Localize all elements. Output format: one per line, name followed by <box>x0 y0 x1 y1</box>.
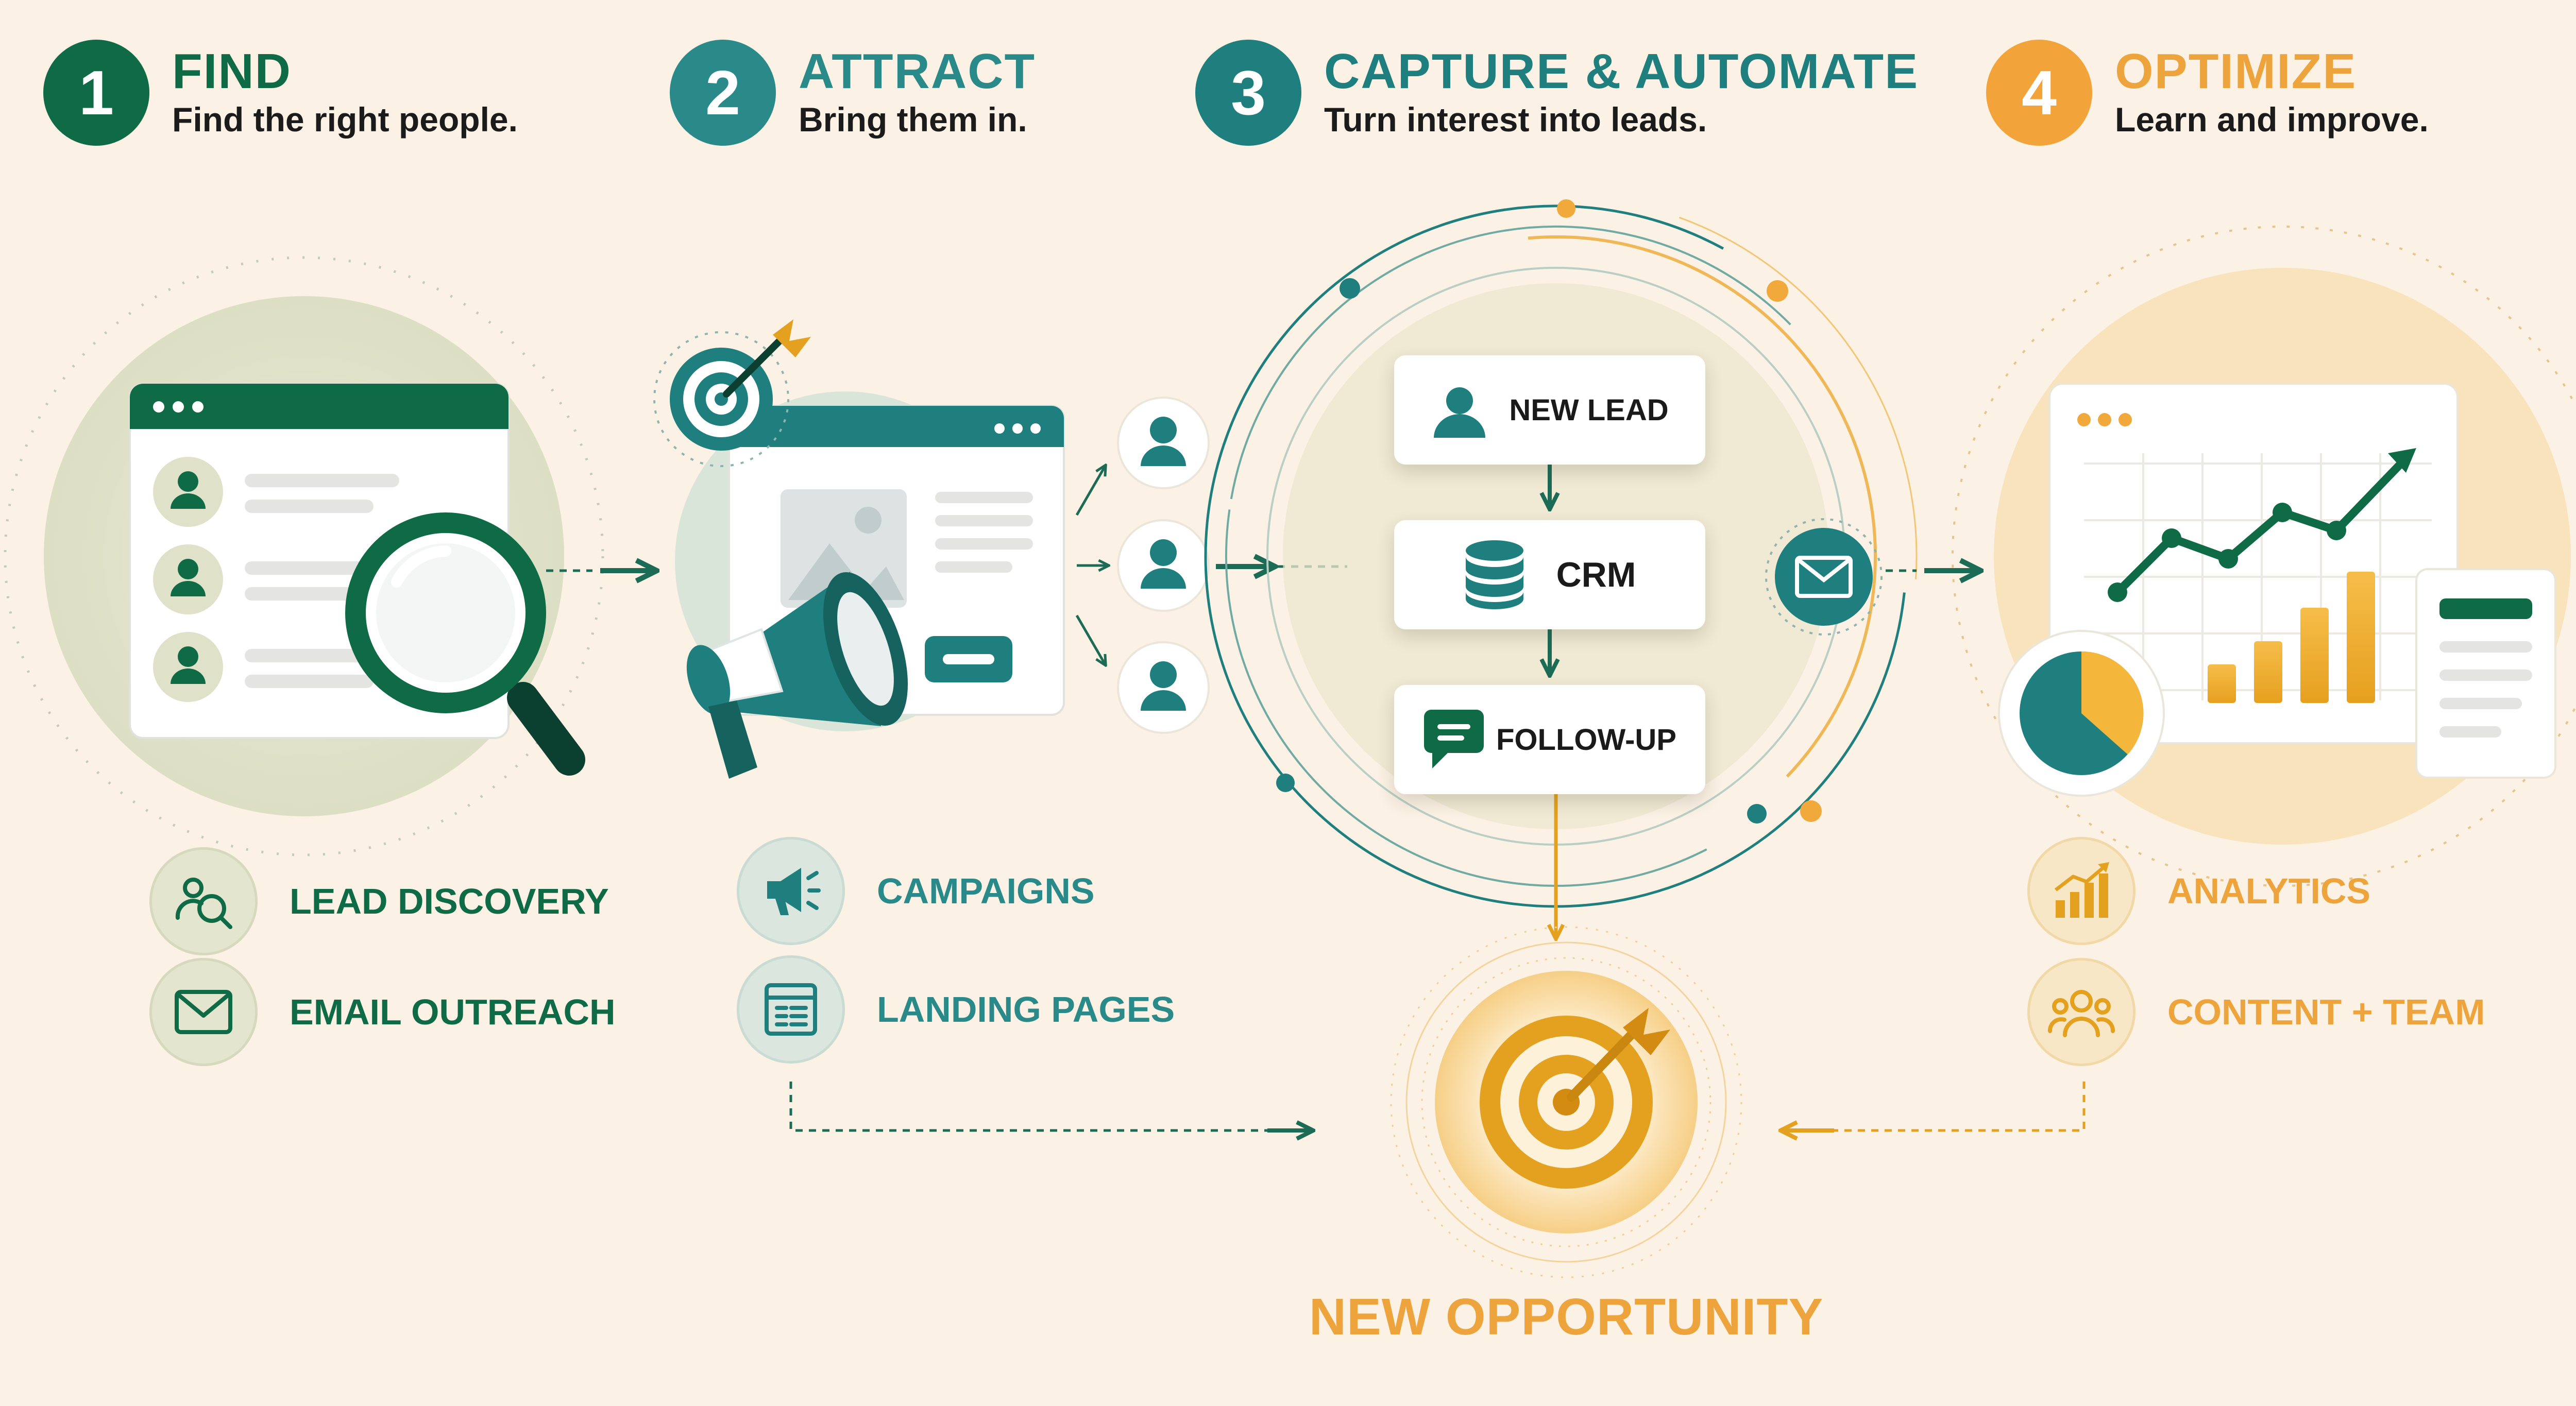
step-optimize: 4 OPTIMIZE Learn and improve. <box>1986 36 2429 149</box>
opportunity-target <box>1390 926 1742 1278</box>
megaphone-icon <box>686 572 908 779</box>
user-avatar-icon <box>153 544 223 614</box>
feature-campaigns: CAMPAIGNS <box>737 837 1095 945</box>
feature-lead-discovery: LEAD DISCOVERY <box>149 847 609 955</box>
database-icon <box>1464 539 1526 610</box>
chat-bubble-icon <box>1423 708 1485 771</box>
feature-label: ANALYTICS <box>2167 871 2371 911</box>
flow-card-crm: CRM <box>1394 520 1705 629</box>
feature-label: LEAD DISCOVERY <box>290 881 609 921</box>
target-icon <box>653 319 811 467</box>
flow-card-new-lead: NEW LEAD <box>1394 355 1705 465</box>
feature-label: CAMPAIGNS <box>877 871 1095 911</box>
feature-content-team: CONTENT + TEAM <box>2027 958 2485 1066</box>
magnifier-icon <box>345 512 585 776</box>
feature-label: LANDING PAGES <box>877 989 1175 1030</box>
flow-card-follow-up: FOLLOW-UP <box>1394 685 1705 794</box>
optimize-illustration <box>1952 226 2576 887</box>
search-people-icon <box>149 847 258 955</box>
step-subtitle: Turn interest into leads. <box>1324 100 1707 139</box>
team-icon <box>2027 958 2136 1066</box>
bar-chart <box>2208 572 2375 703</box>
step-attract: 2 ATTRACT Bring them in. <box>670 36 1036 149</box>
attract-illustration <box>653 319 1065 779</box>
web-page-icon <box>737 955 845 1064</box>
lead-user-icon <box>1117 519 1210 612</box>
find-illustration <box>4 256 604 856</box>
step-number: 2 <box>670 40 776 146</box>
step-number: 3 <box>1195 40 1301 146</box>
feature-landing-pages: LANDING PAGES <box>737 955 1175 1064</box>
step-title: FIND <box>172 44 292 99</box>
lead-user-icon <box>1117 641 1210 734</box>
feature-label: EMAIL OUTREACH <box>290 992 616 1032</box>
step-number: 4 <box>1986 40 2092 146</box>
step-subtitle: Bring them in. <box>799 100 1027 139</box>
step-capture: 3 CAPTURE & AUTOMATE Turn interest into … <box>1195 36 1919 149</box>
step-title: ATTRACT <box>799 44 1036 99</box>
step-subtitle: Learn and improve. <box>2115 100 2429 139</box>
flow-card-label: CRM <box>1556 555 1636 594</box>
megaphone-icon <box>737 837 845 945</box>
step-subtitle: Find the right people. <box>172 100 518 139</box>
flow-card-label: NEW LEAD <box>1509 393 1669 427</box>
lead-user-icon <box>1117 397 1210 489</box>
step-number: 1 <box>43 40 149 146</box>
outcome-label: NEW OPPORTUNITY <box>1309 1288 1824 1346</box>
user-avatar-icon <box>153 632 223 702</box>
step-title: CAPTURE & AUTOMATE <box>1324 44 1919 99</box>
trend-line <box>2108 448 2416 602</box>
flow-card-label: FOLLOW-UP <box>1496 723 1676 757</box>
feature-label: CONTENT + TEAM <box>2167 992 2485 1032</box>
bar-chart-icon <box>2027 837 2136 945</box>
user-icon <box>1431 381 1488 439</box>
step-title: OPTIMIZE <box>2115 44 2357 99</box>
pie-chart <box>1998 630 2165 797</box>
envelope-icon <box>149 958 258 1066</box>
user-avatar-icon <box>153 457 223 527</box>
feature-email-outreach: EMAIL OUTREACH <box>149 958 616 1066</box>
email-badge-icon <box>1765 518 1883 636</box>
step-find: 1 FIND Find the right people. <box>43 36 518 149</box>
feature-analytics: ANALYTICS <box>2027 837 2370 945</box>
